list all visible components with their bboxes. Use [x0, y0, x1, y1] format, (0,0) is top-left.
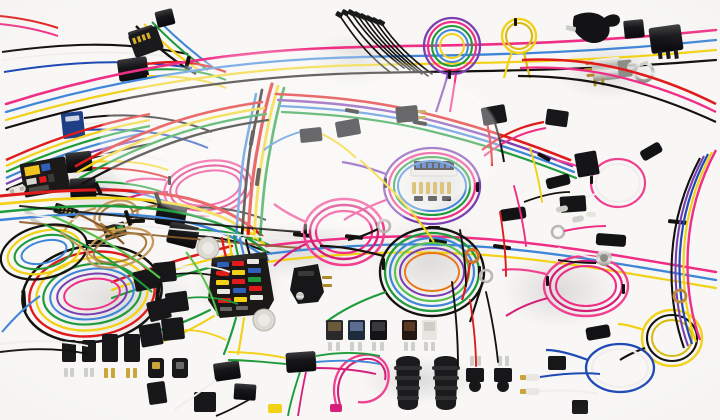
connector-housing — [623, 19, 645, 39]
circuit-breaker — [196, 236, 220, 260]
photo-highlight — [100, 50, 500, 230]
circuit-breaker — [252, 308, 276, 332]
